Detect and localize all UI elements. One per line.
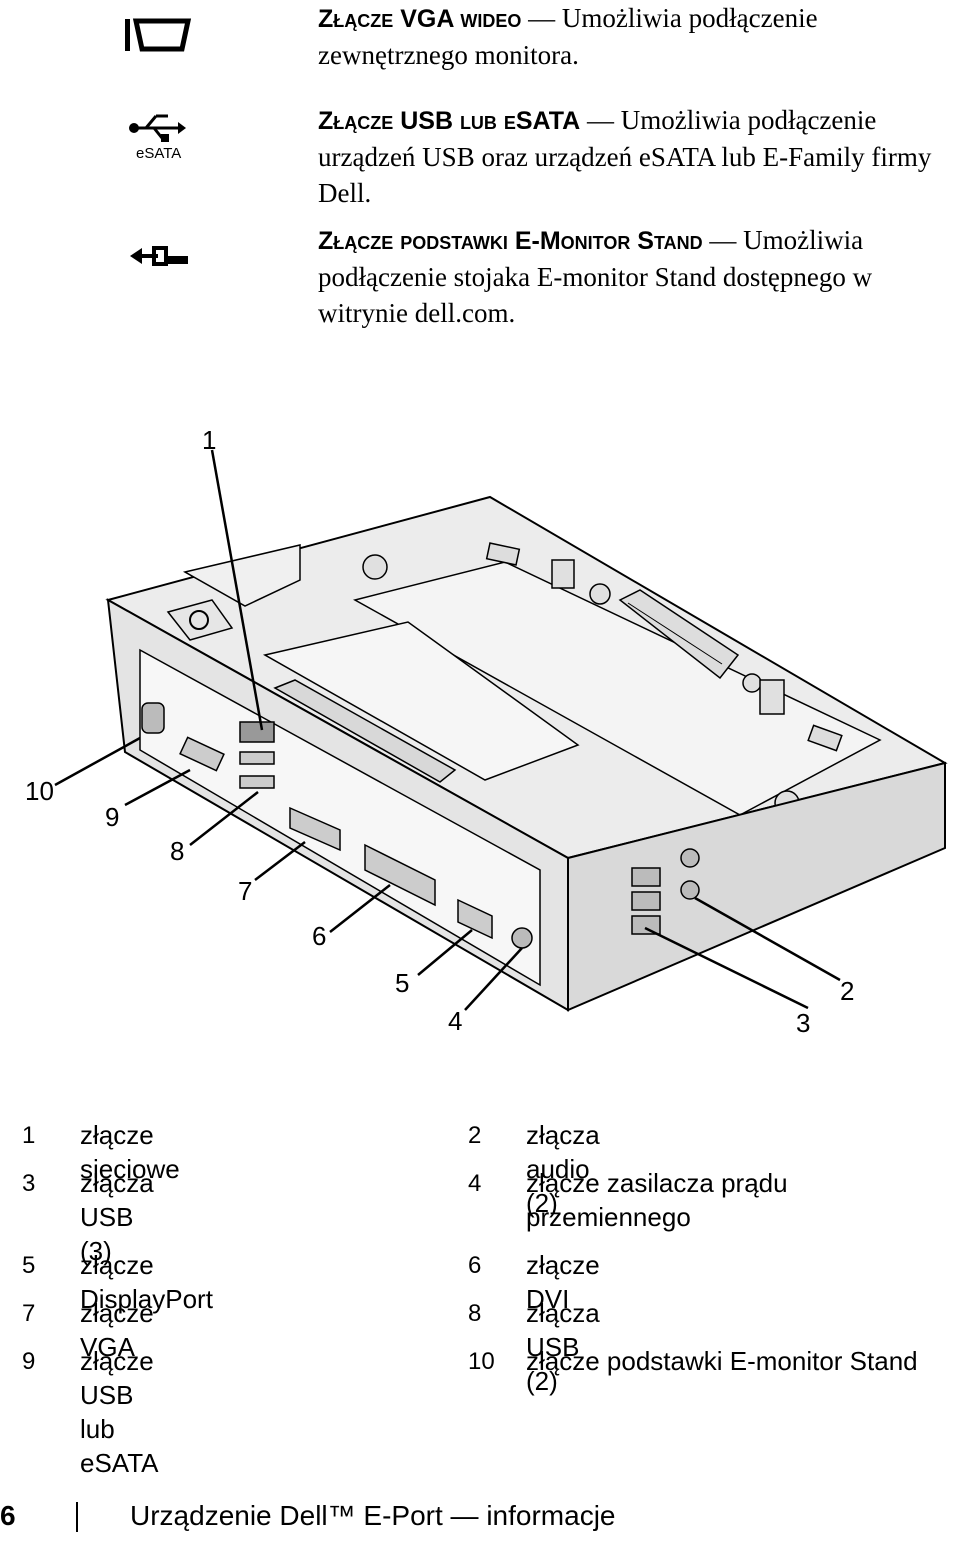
entry-heading: Złącze USB lub eSATA (318, 107, 581, 135)
legend-number: 6 (468, 1252, 482, 1279)
footer-title: Urządzenie Dell™ E-Port — informacje (130, 1500, 616, 1531)
legend-number: 3 (22, 1170, 36, 1197)
callout-3: 3 (796, 1008, 810, 1038)
legend-number: 5 (22, 1252, 36, 1279)
entry-text: Umożliwia podłączenie zewnętrznego monit… (318, 3, 818, 70)
legend-number: 7 (22, 1300, 36, 1327)
page-footer: 6 Urządzenie Dell™ E-Port — informacje (0, 1500, 960, 1540)
entry-dash: — (528, 3, 556, 33)
entry-heading: Złącze VGA wideo (318, 5, 522, 33)
callout-6: 6 (312, 921, 326, 951)
legend-text: złącza USB (3) (80, 1168, 154, 1266)
footer-divider (76, 1502, 78, 1532)
legend-text: złącze DVI (526, 1250, 600, 1314)
legend-number: 10 (468, 1348, 495, 1375)
callout-5: 5 (395, 968, 409, 998)
legend-text: złącze sieciowe (80, 1120, 180, 1184)
usb-esata-icon: eSATA (129, 114, 186, 162)
entry-heading: Złącze podstawki E-Monitor Stand (318, 227, 703, 255)
legend-number: 8 (468, 1300, 482, 1327)
legend-number: 2 (468, 1122, 482, 1149)
legend-text: złącze USB lub eSATA (80, 1346, 159, 1478)
callout-8: 8 (170, 836, 184, 866)
callout-2: 2 (840, 976, 854, 1006)
esata-icon-label: eSATA (136, 145, 181, 162)
entry-vga: Złącze VGA wideo — Umożliwia podłączenie… (318, 0, 958, 73)
callout-9: 9 (105, 802, 119, 832)
entry-monitor-stand: Złącze podstawki E-Monitor Stand — Umożl… (318, 222, 958, 331)
callout-7: 7 (238, 876, 252, 906)
callout-1: 1 (202, 425, 216, 455)
dock-illustration: 1 2 3 4 5 6 7 8 9 10 (25, 425, 948, 1038)
legend-number: 1 (22, 1122, 36, 1149)
callout-10: 10 (25, 776, 54, 806)
entry-text: Umożliwia podłączenie urządzeń USB oraz … (318, 105, 932, 208)
legend-text: złącza USB (2) (526, 1298, 600, 1396)
legend-number: 4 (468, 1170, 482, 1197)
legend-text: złącze zasilacza prądu przemiennego (526, 1168, 788, 1232)
vga-connector-icon (125, 18, 192, 52)
legend-number: 9 (22, 1348, 36, 1375)
monitor-stand-icon (130, 246, 188, 266)
entry-text: Umożliwia podłączenie stojaka E-monitor … (318, 225, 873, 328)
entry-usb-esata: Złącze USB lub eSATA — Umożliwia podłącz… (318, 102, 958, 211)
legend-text: złącze podstawki E-monitor Stand (526, 1346, 918, 1376)
page-number: 6 (0, 1500, 16, 1531)
legend-text: złącza audio (2) (526, 1120, 600, 1218)
entry-dash: — (709, 225, 737, 255)
legend-text: złącze DisplayPort (80, 1250, 213, 1314)
entry-dash: — (586, 105, 614, 135)
legend-text: złącze VGA (80, 1298, 154, 1362)
callout-4: 4 (448, 1006, 462, 1036)
